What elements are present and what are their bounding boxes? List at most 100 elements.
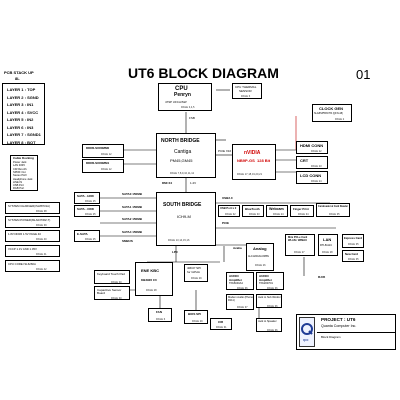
dock-item-7: USB Port [13, 184, 24, 188]
express-card[interactable]: Express Card PAGE 35 [342, 234, 364, 248]
usb-port-x2[interactable]: USB Port x 2 PAGE 32 [218, 205, 240, 217]
sata-odd[interactable]: SATA - ODD PAGE 25 [74, 205, 100, 217]
mini-pcie-page: PAGE 27 [294, 251, 305, 254]
usb-port-page: PAGE 32 [225, 213, 236, 216]
vccp-power[interactable]: VCCP 1.1V AND 1.05V PAGE 41 [5, 245, 60, 257]
capacitive-sensor[interactable]: Capacitive Sensor Board PAGE 30 [94, 286, 130, 300]
cable-docking-block[interactable]: Cable Docking Power Jack LAN RJ45 CIR Re… [10, 155, 38, 191]
bluetooth[interactable]: BlueTooth PAGE 33 [242, 205, 264, 217]
webcam[interactable]: Webcam PAGE 24 [266, 205, 288, 217]
system-power[interactable]: SYSTEM POWER(ISL6237IRZ-T) PAGE 39 [5, 216, 60, 228]
cpu-pin: 479P UFCA/SW [165, 100, 187, 104]
fsb-label: FSB [189, 116, 195, 120]
clock-gen-sub: SLG8SP553VTR (QFN-48) [314, 112, 343, 115]
layer-4: LAYER 4 : SVCC [7, 109, 39, 115]
finger-print-page: PAGE 34 [298, 213, 309, 216]
modem-audio[interactable]: Modem Audio (Phone RJ11) PAGE 37 [226, 294, 254, 310]
cpu-core-power[interactable]: CPU CORE ISL6266A PAGE 42 [5, 260, 60, 272]
audio-amp-1-page: PAGE 36 [237, 287, 248, 290]
hdmi-conn-page: PAGE 22 [311, 150, 322, 153]
south-bridge-block[interactable]: SOUTH BRIDGE ICH9-M PAGE 13,14,15,16 [156, 192, 216, 246]
e-sata[interactable]: E-SATA PAGE 25 [74, 230, 100, 242]
analog-page: PAGE 26 [255, 264, 266, 267]
modem-audio-page: PAGE 37 [237, 306, 248, 309]
lan-block[interactable]: LAN RTL8111C PAGE 28 [318, 234, 338, 256]
bluetooth-page: PAGE 33 [249, 213, 260, 216]
ddr-sodimm1-page: PAGE 12 [101, 168, 112, 171]
clock-gen-block[interactable]: CLOCK GEN SLG8SP553VTR (QFN-48) PAGE 2 [312, 104, 352, 122]
cpu-thermal-l2: SENSOR [239, 89, 252, 93]
usb-bus-label: USB2.0 [222, 196, 233, 200]
keyboard-page: PAGE 30 [111, 281, 122, 284]
pcb-stack-heading: PCB STACK UP [4, 70, 34, 75]
jack-sub-label: Jack to Sub Woofer [258, 296, 281, 299]
crt-conn-label: CRT [300, 158, 309, 163]
cpu-thermal-block[interactable]: CPU THERMAL SENSOR PAGE 6 [232, 83, 262, 99]
dock-item-5: Headphone Jack [13, 177, 33, 181]
cardreader[interactable]: Cardreader & Card Reader PAGE 35 [316, 203, 350, 217]
audio-amp-2-l1: AUDIO [259, 274, 269, 278]
new-card[interactable]: New Card PAGE 35 [342, 250, 364, 262]
azalia-bus-label: Azalia [233, 246, 242, 250]
dock-item-2: CIR Rev-Rx [13, 167, 27, 171]
vccp-power-page: PAGE 41 [36, 253, 47, 256]
north-bridge-block[interactable]: NORTH BRIDGE Cantiga PM45,GM45 PAGE 7,8,… [156, 133, 216, 178]
jack-to-sub-woofer[interactable]: Jack to Sub Woofer PAGE 36 [256, 294, 282, 308]
lcd-conn[interactable]: LCD CONN PAGE 24 [296, 171, 328, 184]
cable-docking-title: Cable Docking [13, 156, 34, 160]
cpu-block[interactable]: CPU Penryn 479P UFCA/SW PAGE 3,4,5 [158, 83, 212, 111]
lcd-conn-label: LCD CONN [300, 173, 322, 178]
crt-conn[interactable]: CRT PAGE 23 [296, 156, 328, 169]
usb-port-label: USB Port x 2 [220, 207, 237, 210]
clock-gen-title: CLOCK GEN [319, 106, 343, 111]
sata-hdd[interactable]: SATA - HDD PAGE 25 [74, 192, 100, 204]
north-bridge-page: PAGE 7,8,9,10,11,12 [170, 172, 195, 175]
finger-print[interactable]: Finger Print PAGE 34 [290, 205, 314, 217]
analog-codec-block[interactable]: Analog ALC1200/ALC888S PAGE 26 [246, 243, 274, 271]
keyboard-touchpad[interactable]: Keyboard Touch Pad PAGE 30 [94, 270, 130, 284]
system-charger[interactable]: SYSTEM CHARGER(ISL88731A) PAGE 38 [5, 202, 60, 214]
nvidia-gpu-block[interactable]: nVIDIA NB9P-GS 128 Bit PAGE 17,18,19,20,… [232, 144, 276, 180]
mini-pcie-wlan[interactable]: Mini PCI-e Card WLAN / WiMAX PAGE 27 [285, 234, 315, 256]
page-title: UT6 BLOCK DIAGRAM [128, 65, 279, 81]
cpu-core-power-label: CPU CORE ISL6266A [8, 262, 36, 266]
project-title-block: QCI PROJECT : UT6 Quanta Computer Inc. B… [296, 314, 396, 350]
pcb-stack-box: LAYER 1 : TOP LAYER 2 : SGND LAYER 3 : I… [2, 83, 45, 145]
north-bridge-l2: Cantiga [174, 149, 192, 155]
jack-to-speaker[interactable]: Jack to Speaker PAGE 36 [256, 318, 282, 332]
audio-amp-2[interactable]: AUDIO Amplifier TPA2007D1 PAGE 36 [256, 272, 284, 290]
project-company: Quanta Computer Inc. [321, 324, 357, 328]
cpu-sub: Penryn [174, 92, 191, 98]
audio-amp-2-page: PAGE 36 [267, 287, 278, 290]
sata1-bus-label: SATA1 150MB [122, 205, 142, 209]
layer-1: LAYER 1 : TOP [7, 87, 36, 92]
pcie-x16-label: PCIE X16 [218, 149, 232, 153]
dock-item-1: LAN RJ45 [13, 164, 25, 168]
ddr-power[interactable]: 1.8V DDRII 1.5V PAGE 40 PAGE 40 [5, 230, 60, 242]
hdmi-conn[interactable]: HDMI CONN PAGE 22 [296, 141, 328, 154]
audio-amp-1[interactable]: AUDIO Amplifier TPA6040A4 PAGE 36 [226, 272, 254, 290]
jack-spk-page: PAGE 36 [267, 329, 278, 332]
jack-spk-label: Jack to Speaker [258, 320, 277, 323]
nvidia-page: PAGE 17,18,19,20,21 [237, 173, 263, 176]
hdmi-conn-label: HDMI CONN [300, 143, 324, 148]
rom-block[interactable]: 4MCP SPI for GPHA PAGE 29 [184, 264, 208, 282]
keyboard-label: Keyboard Touch Pad [97, 272, 125, 276]
fan-page: PAGE 6 [156, 318, 166, 321]
cir-block[interactable]: CIR PAGE 31 [210, 318, 232, 330]
bios-spi-block[interactable]: BIOS SPI PAGE 29 [184, 310, 208, 324]
ddr-sodimm0-page: PAGE 12 [101, 153, 112, 156]
sata-hdd-label: SATA - HDD [77, 194, 94, 198]
fan-block[interactable]: FAN PAGE 6 [148, 308, 172, 322]
cpu-thermal-l1: CPU THERMAL [235, 85, 257, 89]
project-doc: Block Diagram [321, 335, 341, 339]
cardreader-label: Cardreader & Card Reader [318, 205, 349, 208]
sensor-page: PAGE 30 [111, 297, 122, 300]
north-bridge-l3: PM45,GM45 [170, 158, 193, 163]
ddr-sodimm0[interactable]: DDRII-SODIMM0 PAGE 12 [82, 144, 124, 158]
ene-page: PAGE 28 [146, 289, 157, 292]
ene-kbc-block[interactable]: ENE KBC KB3926 C0 PAGE 28 [135, 262, 173, 296]
express-card-page: PAGE 35 [348, 243, 359, 246]
ddr-sodimm1[interactable]: DDRII-SODIMM1 PAGE 12 [82, 159, 124, 173]
dock-item-4: Stereo PHX [13, 174, 27, 178]
